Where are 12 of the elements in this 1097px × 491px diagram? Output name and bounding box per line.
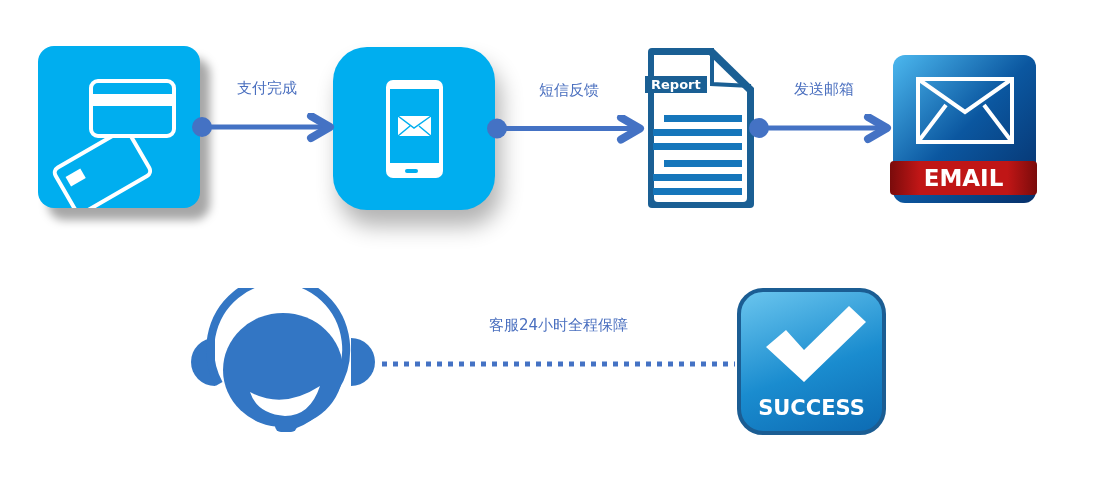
email-label: EMAIL bbox=[922, 165, 1005, 191]
arrow bbox=[749, 113, 891, 143]
arrow bbox=[487, 113, 644, 144]
credit-card-icon bbox=[38, 46, 200, 208]
arrow bbox=[192, 112, 334, 142]
email-icon bbox=[890, 55, 1037, 205]
success-label: SUCCESS bbox=[757, 396, 866, 420]
success-check-icon bbox=[737, 288, 886, 435]
edge-label: 短信反馈 bbox=[536, 80, 602, 100]
report-label: Report bbox=[645, 76, 707, 93]
phone-message-icon bbox=[333, 47, 495, 210]
dotted-line bbox=[382, 361, 735, 367]
